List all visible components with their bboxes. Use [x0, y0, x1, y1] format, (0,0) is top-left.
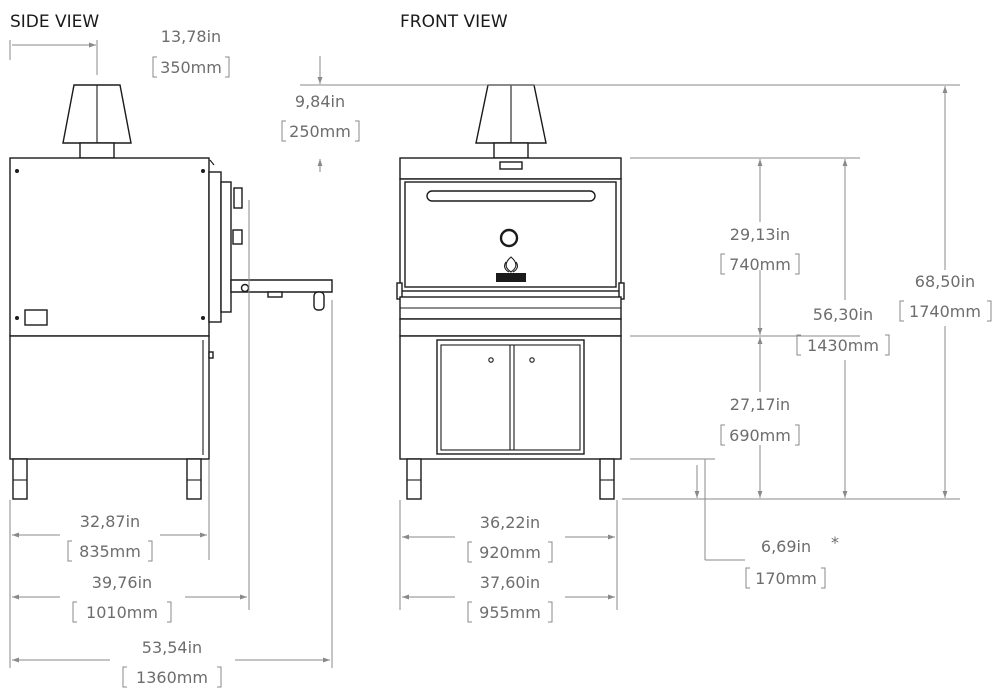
dim-total-height-in: 68,50in — [915, 272, 975, 291]
side-cabinet — [9, 335, 210, 460]
side-view-title: SIDE VIEW — [10, 12, 99, 32]
side-view-machine — [9, 84, 333, 500]
side-open-tray — [230, 279, 333, 293]
dimension-lines — [9, 40, 960, 668]
dim-oven-height-in: 29,13in — [730, 225, 790, 244]
dim-cabinet-height-mm: 690mm — [729, 426, 791, 445]
dim-side-depth-door-mm: 1010mm — [86, 603, 158, 622]
front-view-machine — [396, 84, 625, 500]
dim-side-chimney-offset-mm: 350mm — [160, 58, 222, 77]
dim-front-width-total-mm: 955mm — [479, 603, 541, 622]
dim-front-width-mm: 920mm — [479, 543, 541, 562]
side-leg-left — [12, 458, 28, 500]
dim-side-depth-in: 32,87in — [80, 512, 140, 531]
dim-front-width-in: 36,22in — [480, 513, 540, 532]
front-chimney-pipe — [493, 142, 529, 159]
dim-chimney-height-mm: 250mm — [289, 122, 351, 141]
dim-chimney-height-in: 9,84in — [295, 92, 345, 111]
front-leg-left — [406, 458, 422, 500]
front-door-handle — [426, 190, 596, 202]
dim-cabinet-height-in: 27,17in — [730, 395, 790, 414]
dim-leg-height-in: 6,69in — [761, 537, 811, 556]
side-leg-right — [186, 458, 202, 500]
dim-side-depth-open-mm: 1360mm — [136, 668, 208, 687]
dim-side-depth-door-in: 39,76in — [92, 573, 152, 592]
side-oven-body — [9, 157, 210, 337]
dim-oven-height-mm: 740mm — [729, 255, 791, 274]
dim-front-width-total-in: 37,60in — [480, 573, 540, 592]
front-view-title: FRONT VIEW — [400, 12, 508, 32]
dim-side-chimney-offset-in: 13,78in — [161, 27, 221, 46]
dim-leg-height-mm: 170mm — [755, 569, 817, 588]
side-door-profile — [208, 171, 222, 323]
dim-side-depth-mm: 835mm — [79, 542, 141, 561]
front-temperature-gauge — [499, 228, 519, 248]
flame-icon — [505, 256, 517, 273]
dimension-labels: 13,78in 350mm 9,84in 250mm 29,13in 740mm… — [67, 27, 992, 688]
dim-leg-height-note: * — [831, 533, 839, 552]
side-vent-plate — [24, 309, 48, 326]
dim-body-height-in: 56,30in — [813, 305, 873, 324]
front-leg-right — [599, 458, 615, 500]
dim-total-height-mm: 1740mm — [909, 302, 981, 321]
front-logo-plate — [496, 273, 526, 282]
dim-side-depth-open-in: 53,54in — [142, 638, 202, 657]
dim-body-height-mm: 1430mm — [807, 336, 879, 355]
side-chimney-pipe — [79, 142, 115, 159]
